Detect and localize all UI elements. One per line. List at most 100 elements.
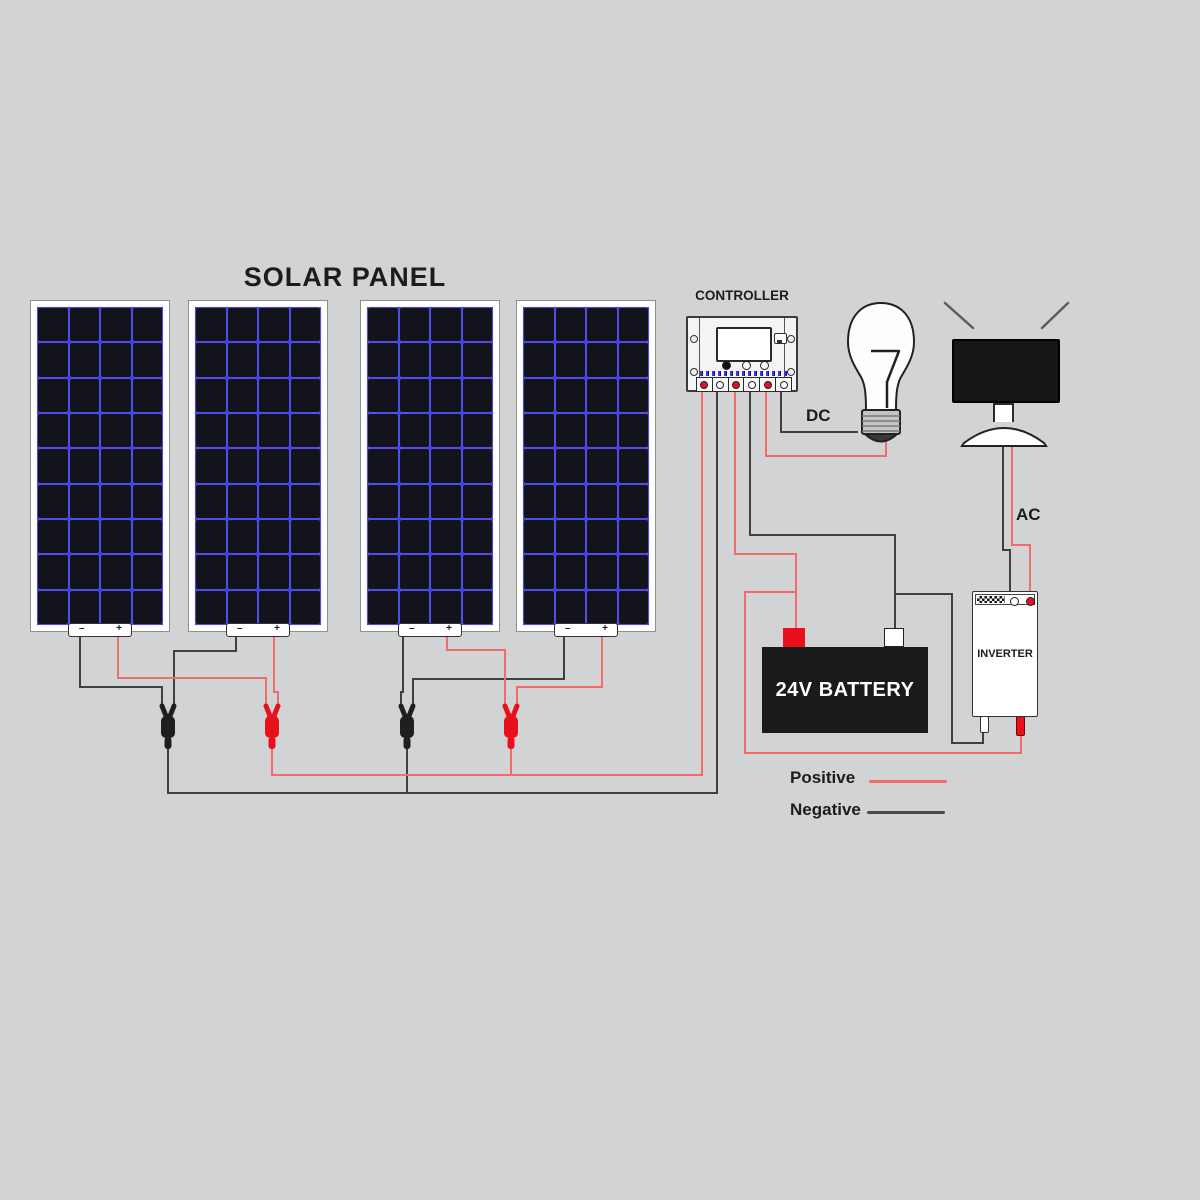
panel-cell (462, 519, 492, 554)
terminal-dot-red (732, 380, 741, 389)
panel-cell (196, 413, 226, 448)
battery-negative-terminal (884, 628, 904, 647)
terminal-dot-white (716, 380, 725, 389)
diagram-title: SOLAR PANEL (243, 262, 447, 292)
panel-cell (368, 484, 398, 518)
panel-cell (618, 378, 648, 412)
panel-cell (431, 378, 461, 412)
panel-cell (431, 308, 461, 342)
terminal-dot-white (747, 380, 756, 389)
junction-plus-label: + (602, 623, 608, 634)
panel-cell (196, 484, 226, 518)
panel-cell (462, 590, 492, 624)
panel-cell (132, 343, 162, 377)
controller-display (716, 327, 772, 362)
panel-cell (555, 449, 585, 483)
panel-cell (524, 308, 554, 342)
panel-cell (132, 308, 162, 342)
panel-cell (38, 413, 68, 448)
panel-cell (462, 484, 492, 518)
negative-wires (79, 390, 1011, 794)
inverter-label: INVERTER (977, 648, 1033, 660)
panel-cell (555, 590, 585, 624)
junction-minus-label: – (237, 623, 243, 634)
panel-cell (259, 413, 289, 448)
mc4-y-connector-positive-icon (263, 703, 281, 749)
negative-wire (749, 390, 896, 630)
panel-cell (101, 519, 131, 554)
panel-cell (101, 378, 131, 412)
panel-cell (368, 590, 398, 624)
panel-cell (69, 590, 99, 624)
panel-cell (101, 343, 131, 377)
panel-cell (227, 519, 257, 554)
positive-wire (271, 388, 703, 776)
panel-cell (38, 555, 68, 589)
panel-cell (259, 449, 289, 483)
panel-cell (399, 590, 429, 624)
panel-cell (431, 484, 461, 518)
negative-wire (173, 636, 237, 709)
junction-plus-label: + (446, 623, 452, 634)
dc-label: DC (806, 406, 831, 425)
panel-cell (587, 484, 617, 518)
panel-cell (462, 449, 492, 483)
ac-label: AC (1016, 505, 1041, 524)
panel-junction-box: –+ (554, 623, 618, 637)
inverter-power-indicator-icon (1026, 596, 1035, 606)
panel-cell (38, 484, 68, 518)
positive-wire (273, 636, 279, 709)
panel-cell (196, 449, 226, 483)
panel-cell (587, 555, 617, 589)
screw-icon (689, 368, 698, 376)
controller-button[interactable] (760, 361, 769, 370)
junction-minus-label: – (79, 623, 85, 634)
positive-wire (744, 591, 1022, 754)
panel-cell (38, 343, 68, 377)
battery-positive-terminal (783, 628, 805, 647)
panel-cell (399, 449, 429, 483)
inverter: INVERTER (972, 591, 1038, 717)
panel-cell (69, 413, 99, 448)
panel-cell (555, 308, 585, 342)
terminal-dot-red (700, 380, 709, 389)
panel-cell (524, 343, 554, 377)
panel-cell (587, 378, 617, 412)
panel-cell (368, 519, 398, 554)
panel-cell (227, 590, 257, 624)
negative-wire (79, 636, 163, 709)
panel-junction-box: –+ (68, 623, 132, 637)
controller-button[interactable] (722, 361, 731, 370)
panel-cell (524, 519, 554, 554)
panel-cell (431, 343, 461, 377)
panel-cell-grid (523, 307, 649, 625)
negative-wire (412, 636, 565, 709)
controller-flange-left (688, 318, 700, 390)
panel-cell (196, 308, 226, 342)
panel-cell (618, 343, 648, 377)
solar-panel-4: –+ (516, 300, 656, 637)
panel-cell (555, 343, 585, 377)
panel-cell (290, 378, 320, 412)
panel-cell (431, 590, 461, 624)
panel-cell (618, 590, 648, 624)
panel-cell (38, 590, 68, 624)
panel-cell (132, 555, 162, 589)
panel-cell (368, 378, 398, 412)
controller-terminal-strip (696, 377, 792, 392)
panel-cell (290, 590, 320, 624)
legend-positive-label: Positive (790, 768, 856, 787)
panel-cell (290, 519, 320, 554)
controller-button[interactable] (742, 361, 751, 370)
panel-cell (69, 555, 99, 589)
panel-cell (399, 484, 429, 518)
panel-cell (462, 343, 492, 377)
indicator-icon (774, 333, 787, 344)
panel-cell (259, 343, 289, 377)
terminal-dot-white (779, 380, 788, 389)
panel-cell (38, 308, 68, 342)
panel-cell (587, 308, 617, 342)
panel-cell (431, 519, 461, 554)
panel-cell (69, 308, 99, 342)
panel-cell (555, 519, 585, 554)
